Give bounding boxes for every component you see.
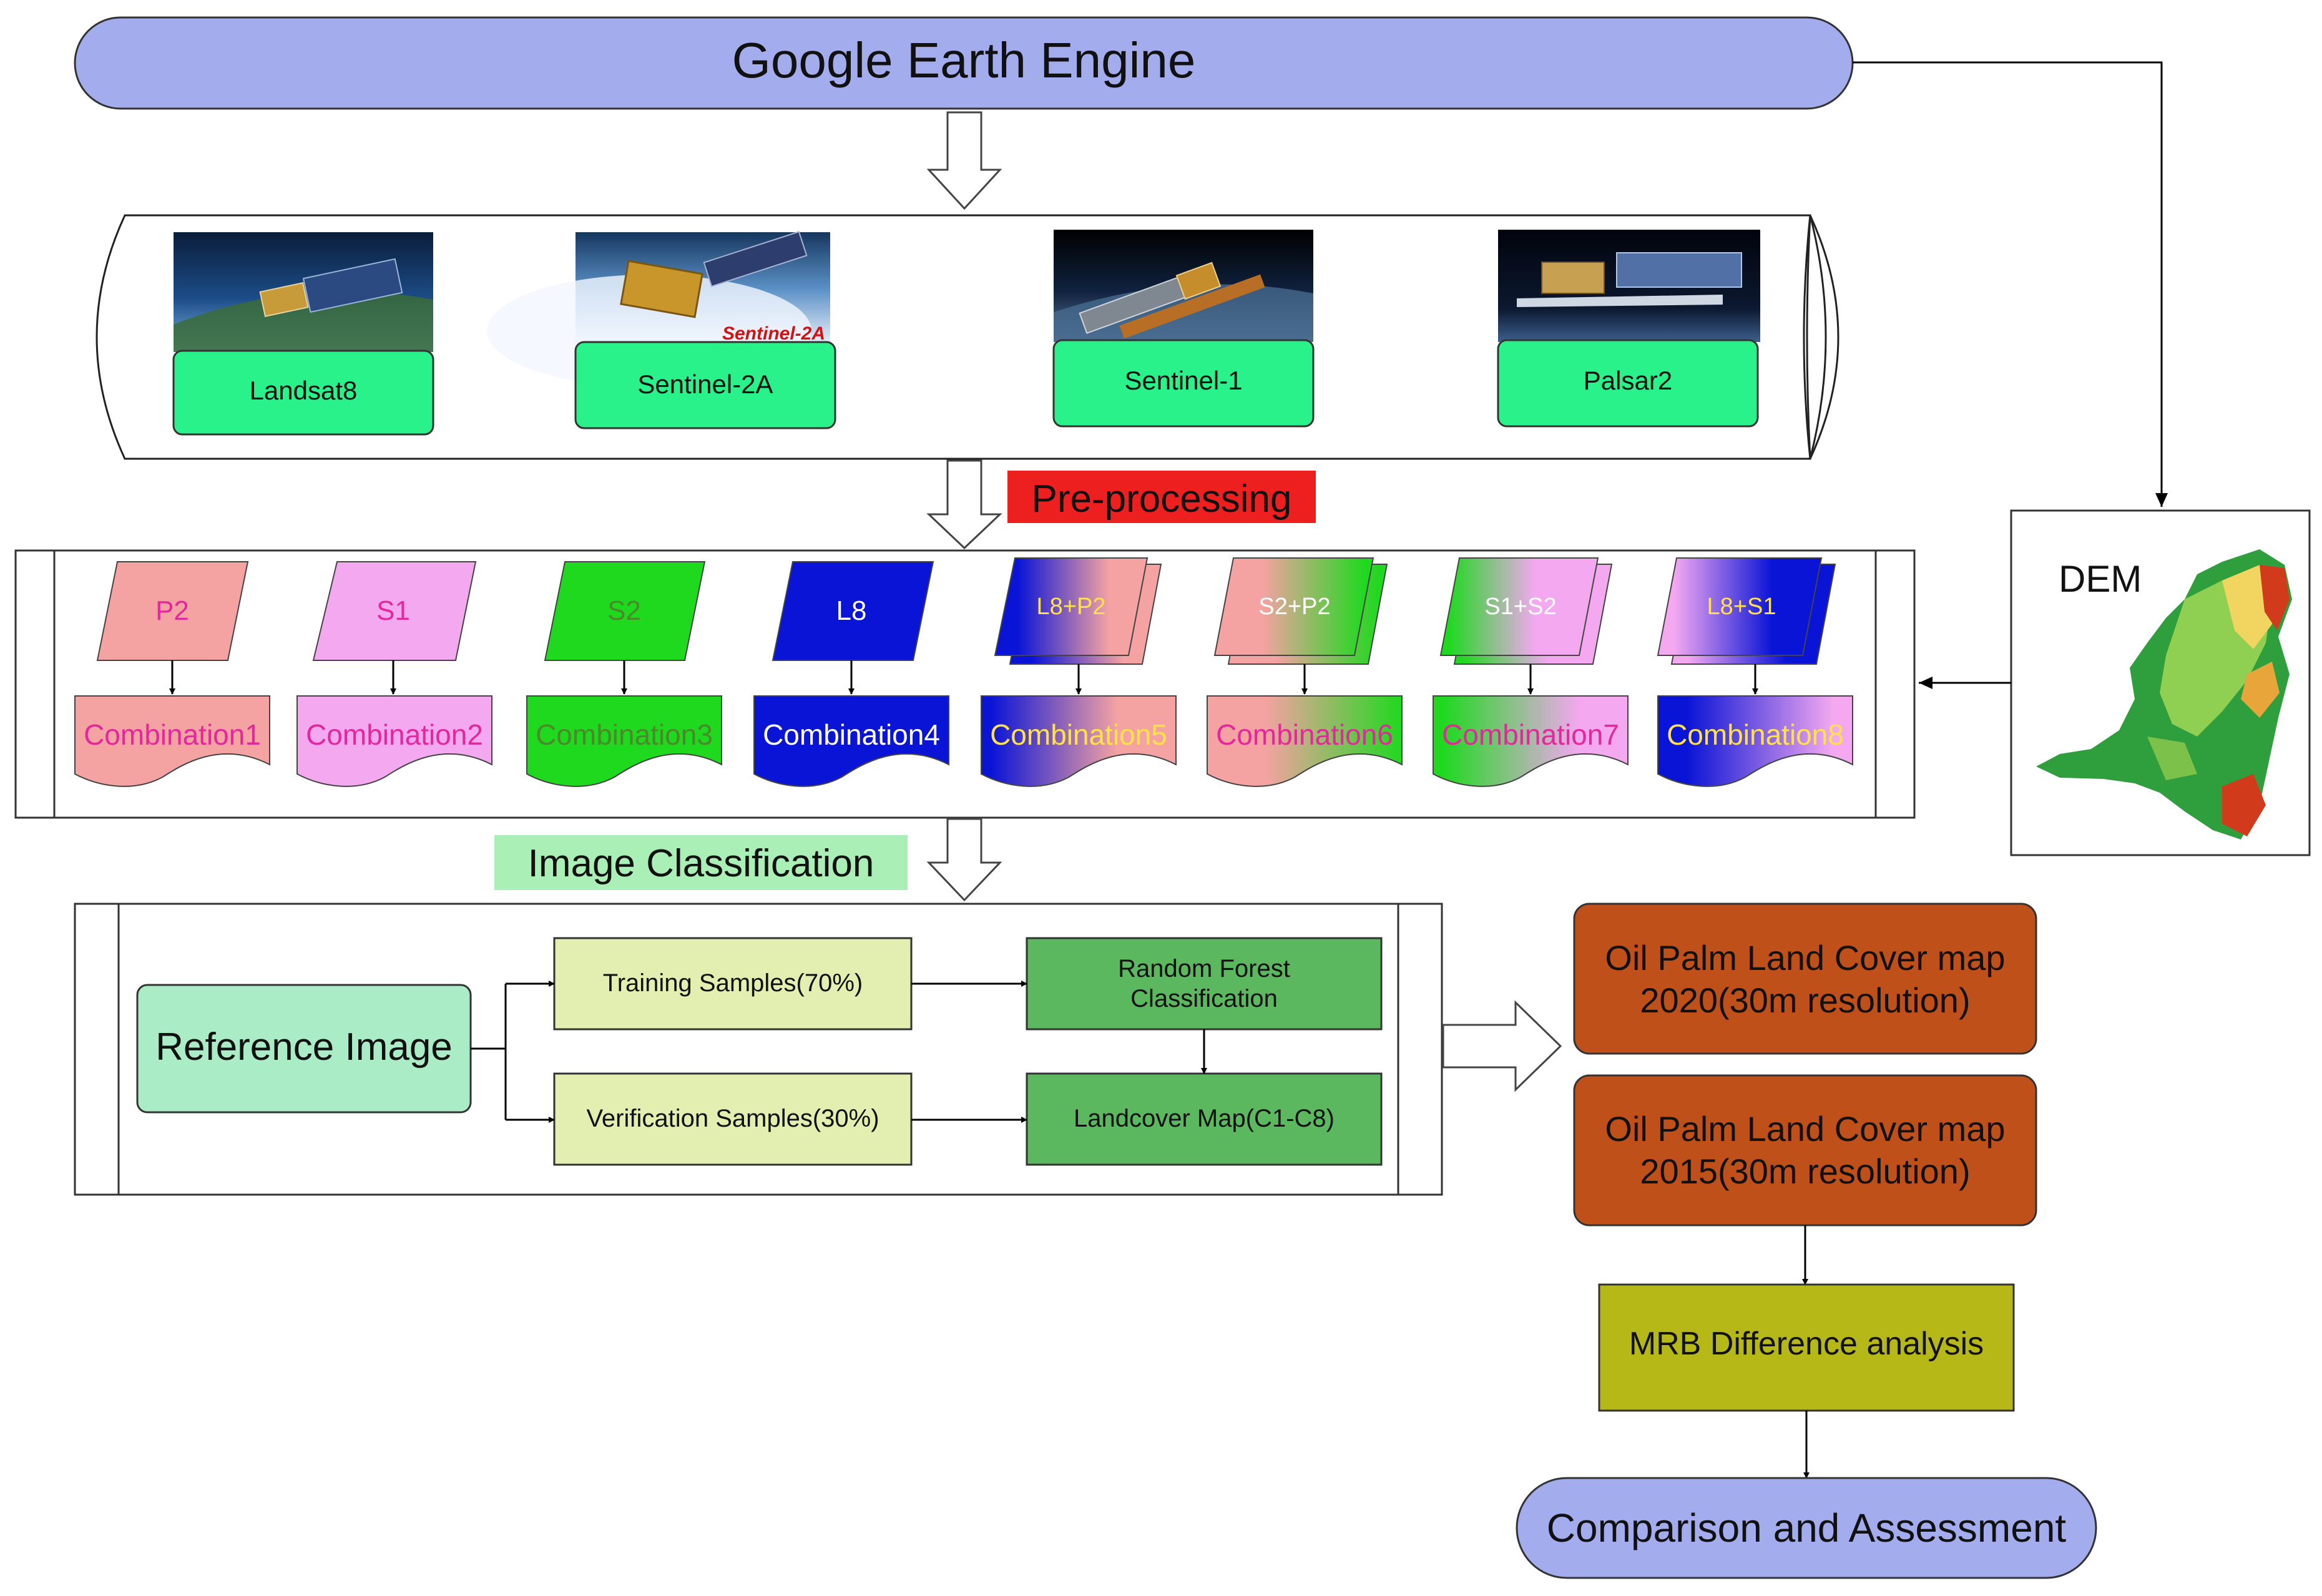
combination-4-shape (753, 695, 949, 787)
preprocessing-label: Pre-processing (1032, 477, 1292, 521)
image-classification-label-box (494, 835, 908, 890)
input-s2-label: S2 (607, 595, 641, 626)
combination-3-shape (526, 695, 722, 787)
sentinel-2a-label: Sentinel-2A (637, 370, 773, 399)
gee-to-dem-connector (1853, 61, 2168, 507)
down-arrow-3 (926, 818, 1002, 902)
verification-samples-box (553, 1072, 913, 1166)
combination-8-shape (1657, 695, 1853, 787)
sentinel-2a-box[interactable] (574, 341, 836, 429)
training-samples-label: Training Samples(70%) (603, 969, 863, 997)
image-classification-label: Image Classification (528, 842, 874, 885)
gee-title: Google Earth Engine (732, 32, 1196, 88)
combination-2-label: Combination2 (306, 718, 483, 751)
sentinel-2a-photo-caption: Sentinel-2A (722, 323, 825, 344)
landcover-map-label: Landcover Map(C1-C8) (1074, 1105, 1335, 1132)
preprocessing-label-box (1007, 471, 1316, 523)
input-l8p2-label: L8+P2 (1037, 594, 1106, 620)
landsat8-box[interactable] (172, 350, 434, 436)
input-l8-label: L8 (836, 595, 867, 626)
map-2015-box (1573, 1074, 2037, 1226)
right-arrow-to-outputs (1442, 1000, 1562, 1092)
map-2015-line1: Oil Palm Land Cover map (1605, 1109, 2005, 1148)
input-l8s1-shape (1657, 557, 1823, 656)
comparison-box (1516, 1477, 2097, 1579)
input-l8s1-label: L8+S1 (1707, 594, 1776, 620)
dem-label: DEM (2059, 558, 2142, 600)
combination-1-label: Combination1 (84, 718, 261, 751)
classification-connectors (471, 981, 1207, 1123)
comparison-label: Comparison and Assessment (1547, 1505, 2067, 1550)
dem-map (2036, 549, 2292, 840)
input-s2-shape (544, 561, 706, 661)
combination-7-shape (1433, 695, 1629, 787)
combination-7-label: Combination7 (1442, 718, 1619, 751)
down-arrow-2 (926, 459, 1002, 550)
landcover-map-box (1026, 1072, 1383, 1166)
sentinel-1-box[interactable] (1052, 339, 1315, 428)
combination-4-label: Combination4 (763, 718, 940, 751)
sentinel-1-label: Sentinel-1 (1124, 366, 1242, 395)
input-to-combination-arrows (169, 660, 1758, 695)
input-s2p2-shape (1213, 557, 1374, 656)
mrb-label: MRB Difference analysis (1629, 1326, 1984, 1362)
input-p2-label: P2 (155, 595, 189, 626)
input-l8-shape (772, 561, 934, 661)
input-s1s2-shape (1439, 557, 1599, 656)
combination-8-label: Combination8 (1667, 718, 1844, 751)
combination-2-shape (296, 695, 492, 787)
random-forest-box (1026, 937, 1383, 1031)
down-arrow-1 (926, 111, 1002, 210)
input-s1-shape (312, 561, 477, 661)
map-2020-line1: Oil Palm Land Cover map (1605, 938, 2005, 977)
input-s1s2-label: S1+S2 (1484, 594, 1556, 620)
map-2020-line2: 2020(30m resolution) (1640, 981, 1970, 1020)
combination-3-label: Combination3 (536, 718, 713, 751)
input-p2-shape (96, 561, 249, 661)
combination-5-label: Combination5 (990, 718, 1167, 751)
palsar2-label: Palsar2 (1584, 366, 1672, 395)
map-2020-box (1573, 903, 2037, 1055)
random-forest-label-line2: Classification (1130, 985, 1278, 1012)
input-s2p2-label: S2+P2 (1258, 594, 1330, 620)
landsat8-photo (174, 232, 433, 352)
mrb-box (1598, 1283, 2015, 1412)
input-s1-label: S1 (376, 595, 410, 626)
combinations-panel (14, 549, 1916, 819)
satellite-cylinder (96, 214, 1839, 460)
combination-row: Combination1 Combination2 Combination3 Comb… (74, 695, 1853, 787)
reference-image-label: Reference Image (155, 1026, 453, 1069)
sentinel-1-photo (1054, 230, 1313, 342)
random-forest-label-line1: Random Forest (1118, 955, 1290, 982)
input-l8p2-shape (994, 557, 1149, 656)
combination-6-label: Combination6 (1216, 718, 1393, 751)
map-2015-line2: 2015(30m resolution) (1640, 1152, 1970, 1191)
landsat8-label: Landsat8 (250, 376, 358, 405)
palsar2-box[interactable] (1497, 339, 1759, 428)
verification-samples-label: Verification Samples(30%) (586, 1105, 879, 1132)
combination-6-shape (1207, 695, 1403, 787)
combination-5-shape (981, 695, 1177, 787)
combination-1-shape (74, 695, 270, 787)
palsar2-photo (1498, 230, 1760, 342)
